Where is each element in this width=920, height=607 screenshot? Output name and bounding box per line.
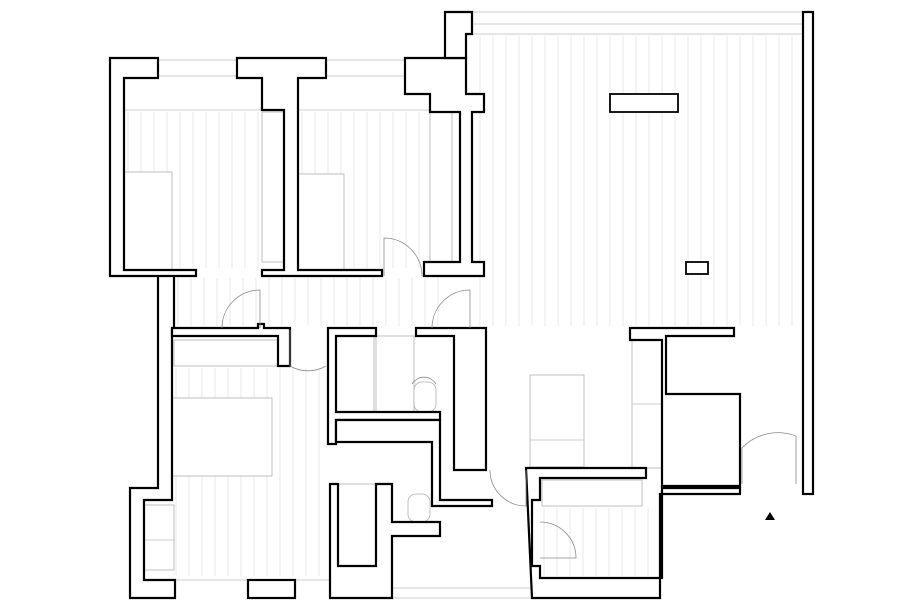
wall-bedroom-2-outer [403, 56, 486, 278]
floorboards-bedroom-1 [127, 112, 259, 268]
door-master [289, 330, 327, 372]
floorboards-hallway [177, 278, 439, 326]
door-bottom-right [539, 521, 577, 559]
bed-bedroom-2 [297, 173, 345, 271]
kitchen-island [529, 374, 585, 468]
duct-small [685, 261, 709, 275]
wall-living-corner [443, 10, 474, 60]
shower [337, 483, 377, 567]
wall-kitchen-pillar [414, 326, 488, 472]
desk-bottom-right [541, 479, 643, 507]
wardrobe-master [173, 339, 279, 367]
wall-master-top [170, 322, 292, 368]
wall-pillar-1 [235, 56, 384, 278]
duct-top [609, 93, 679, 113]
windows [124, 11, 803, 599]
floorboards-bottom-right-room [543, 508, 649, 576]
desk-lower-left [141, 504, 175, 571]
doors [221, 237, 797, 559]
door-wc [411, 376, 437, 385]
wardrobe-bedroom-2 [429, 111, 453, 263]
floorboards-living-room [479, 36, 793, 326]
ducts [609, 93, 709, 275]
wardrobe-bedroom-1 [261, 111, 285, 263]
toilet-bottom [407, 493, 431, 523]
wall-kitchen-right [628, 326, 742, 488]
bathtub [335, 335, 375, 413]
wall-bath-bottom [328, 482, 442, 600]
walls [108, 10, 815, 600]
toilet-top [413, 381, 437, 413]
double-bed [171, 397, 273, 477]
triangle-up-icon [765, 512, 775, 520]
bed-bedroom-1 [123, 171, 173, 271]
wall-right-exterior [801, 10, 815, 496]
washbasin-top [375, 335, 415, 413]
door-entrance [741, 432, 797, 484]
wall-bottom-fragment [246, 578, 297, 600]
door-living [431, 289, 471, 329]
door-bedroom-2 [383, 237, 423, 277]
wall-corridor-lower [334, 418, 494, 508]
door-bedroom-1 [221, 289, 261, 329]
door-kitchen-lower [489, 469, 527, 507]
wall-bath-top [326, 326, 442, 446]
wall-bottom-right-room [524, 466, 742, 600]
